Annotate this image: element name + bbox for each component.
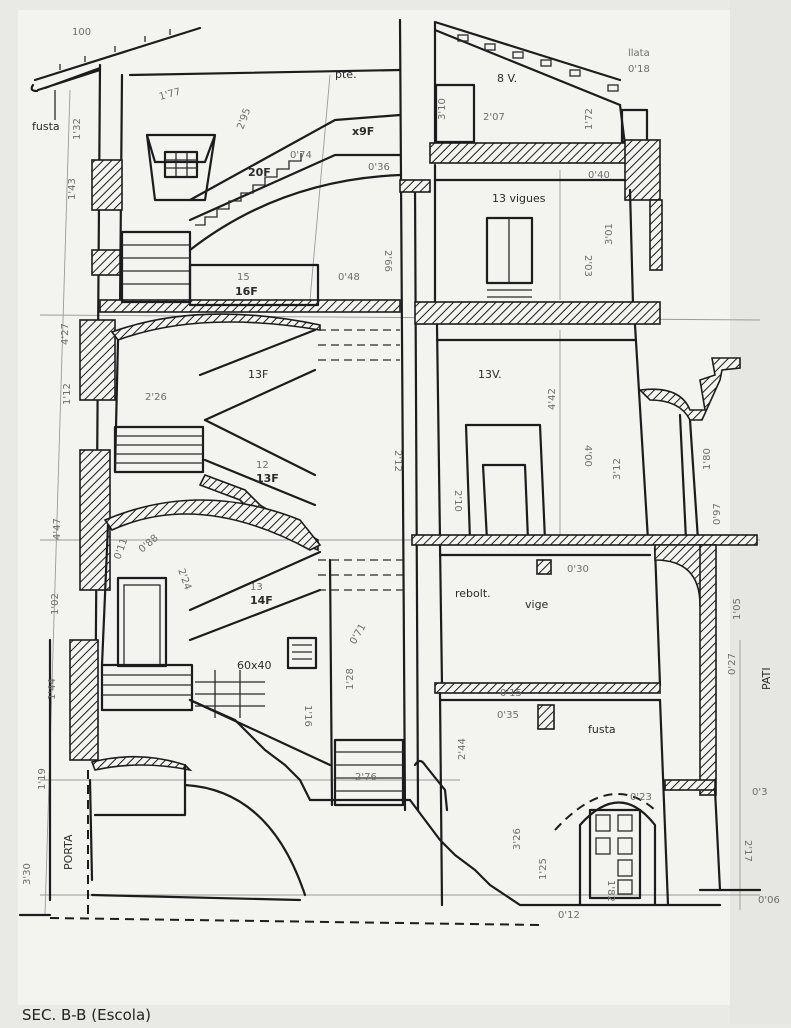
label-x9f: x9F: [352, 125, 374, 138]
dim-label: 2'12: [392, 450, 403, 472]
right-middle-room: [411, 323, 758, 546]
label-porta: PORTA: [62, 834, 75, 870]
dim-label: 3'30: [22, 863, 33, 885]
ground-floor-left: [49, 755, 541, 926]
dim-label: 1'02: [50, 593, 61, 615]
left-roof-eave: [30, 26, 202, 120]
dim-label: 2'10: [452, 490, 463, 512]
exterior-stair: [188, 698, 722, 907]
label-llata: llata: [628, 48, 650, 59]
dim-label: 1'82: [605, 880, 616, 902]
dim-label: 0'36: [368, 162, 390, 173]
dim-label: 1'16: [302, 705, 313, 727]
right-attic: [429, 20, 661, 201]
label-13-vigues: 13 vigues: [492, 192, 546, 205]
dim-label: 0'74: [290, 150, 312, 161]
dim-label: 4'47: [52, 518, 63, 540]
dim-label: 2'26: [145, 392, 167, 403]
label-12-top: 12: [256, 460, 269, 471]
label-rebolt: rebolt.: [455, 587, 491, 600]
label-vige: vige: [525, 598, 549, 611]
label-14f: 14F: [250, 594, 273, 607]
annotations: fusta 100 pte. x9F 20F 15 16F 13 vigues …: [32, 27, 773, 870]
dim-label: 0'3: [752, 787, 767, 798]
dim-label: 0'97: [712, 503, 723, 525]
dim-label: 4'27: [60, 323, 71, 345]
dim-label: 1'80: [702, 448, 713, 470]
dim-label: 2'17: [742, 840, 753, 862]
dim-label: 0'27: [727, 653, 738, 675]
label-20f: 20F: [248, 166, 271, 179]
label-fusta-ground: fusta: [588, 723, 616, 736]
table-background: [730, 0, 791, 1024]
label-14f-top: 13: [250, 582, 263, 593]
dim-label: 0'23: [630, 792, 652, 803]
dim-label: 2'03: [582, 255, 593, 277]
dim-label: 1'05: [732, 598, 743, 620]
dim-label: 4'42: [547, 388, 558, 410]
dim-label: 1'72: [584, 108, 595, 130]
dim-label: 2'07: [483, 112, 505, 123]
dim-label: 1'28: [345, 668, 356, 690]
label-pati: PATI: [760, 667, 773, 690]
left-lower-floor: [100, 499, 405, 807]
dim-label: 2'76: [355, 772, 377, 783]
right-ground-room: [434, 543, 762, 907]
dim-label: 1'19: [37, 768, 48, 790]
dim-label: 0'15: [500, 688, 522, 699]
dim-label: 0'48: [338, 272, 360, 283]
label-pte: pte.: [335, 68, 357, 81]
dim-label: 0'40: [588, 170, 610, 181]
label-8v: 8 V.: [497, 72, 517, 85]
dim-label: 1'44: [47, 678, 58, 700]
dim-label: 1'32: [72, 118, 83, 140]
dim-label: 3'12: [612, 458, 623, 480]
left-exterior-wall: [18, 63, 124, 917]
dim-label: 4'00: [582, 445, 593, 467]
dim-label: 0'06: [758, 895, 780, 906]
dim-label: 2'66: [382, 250, 393, 272]
dim-label: 1'25: [538, 858, 549, 880]
right-upper-room: [414, 163, 663, 325]
label-13v: 13V.: [478, 368, 502, 381]
dim-label: 0'12: [558, 910, 580, 921]
label-13f: 13F: [248, 368, 268, 381]
dim-label: 0'35: [497, 710, 519, 721]
dim-label: 3'10: [437, 98, 448, 120]
label-fusta-roof: fusta: [32, 120, 60, 133]
label-window-60x40: 60x40: [237, 659, 272, 672]
label-12-13f: 13F: [256, 472, 279, 485]
dim-label: 3'26: [512, 828, 523, 850]
label-eave-width: 100: [72, 27, 91, 38]
drawing-title: SEC. B-B (Escola): [22, 1006, 151, 1024]
top-floor-left: [99, 68, 402, 313]
dim-label: 3'01: [604, 223, 615, 245]
central-wall: [398, 18, 431, 812]
dim-label: 2'44: [457, 738, 468, 760]
label-16f-top: 15: [237, 272, 250, 283]
dim-label: 0'30: [567, 564, 589, 575]
label-llata-dim: 0'18: [628, 64, 650, 75]
dim-label: 1'77: [158, 87, 182, 103]
label-16f: 16F: [235, 285, 258, 298]
dim-label: 1'43: [67, 178, 78, 200]
dim-label: 1'12: [62, 383, 73, 405]
